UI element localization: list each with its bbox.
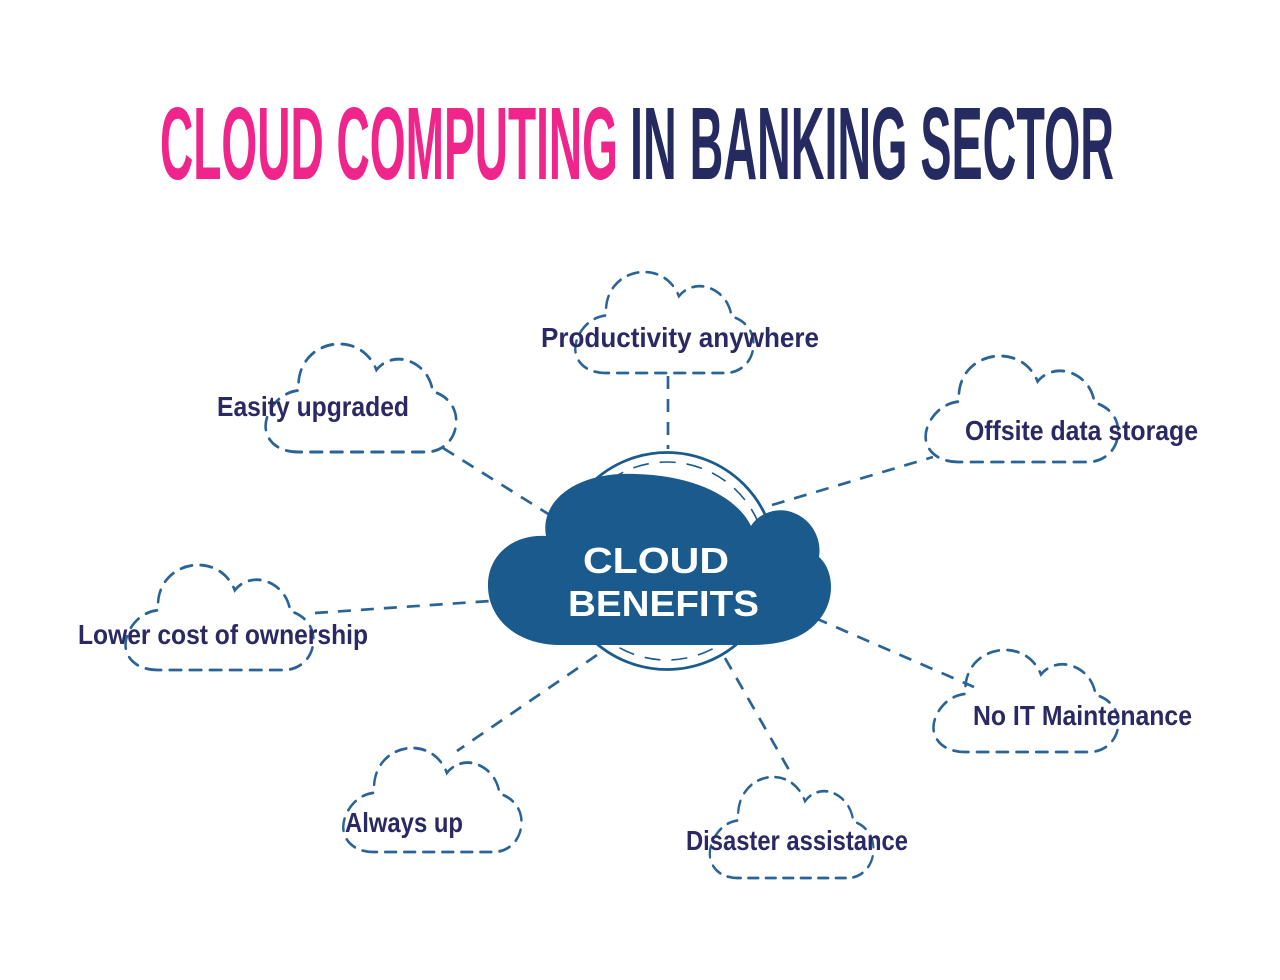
connector-no-it-maintenance	[814, 616, 975, 689]
benefit-label-lower-cost-of-ownership: Lower cost of ownership	[78, 619, 368, 650]
title-part-cloud-computing: CLOUD COMPUTING	[160, 86, 618, 201]
connector-lower-cost-of-ownership	[314, 599, 491, 615]
central-cloud-label-line2: BENEFITS	[568, 583, 759, 624]
connector-disaster-assistance	[723, 657, 795, 778]
benefit-label-always-up: Always up	[345, 807, 463, 838]
benefit-label-disaster-assistance: Disaster assistance	[686, 825, 908, 856]
benefit-cloud-lower-cost-of-ownership	[124, 563, 315, 672]
benefit-labels: Productivity anywhere Easity upgraded Of…	[78, 322, 1198, 856]
benefit-cloud-offsite-data-storage	[924, 354, 1120, 464]
benefit-label-no-it-maintenance: No IT Maintenance	[973, 700, 1192, 731]
benefit-label-easity-upgraded: Easity upgraded	[217, 391, 409, 422]
connector-always-up	[456, 653, 598, 753]
connector-offsite-data-storage	[771, 455, 934, 507]
central-cloud-shape	[487, 473, 832, 645]
benefit-label-productivity-anywhere: Productivity anywhere	[541, 322, 819, 353]
page-title: CLOUD COMPUTING IN BANKING SECTOR	[160, 86, 1114, 201]
benefit-label-offsite-data-storage: Offsite data storage	[965, 415, 1198, 446]
central-cloud-label-line1: CLOUD	[583, 540, 729, 581]
title-part-in-banking-sector: IN BANKING SECTOR	[630, 86, 1114, 201]
